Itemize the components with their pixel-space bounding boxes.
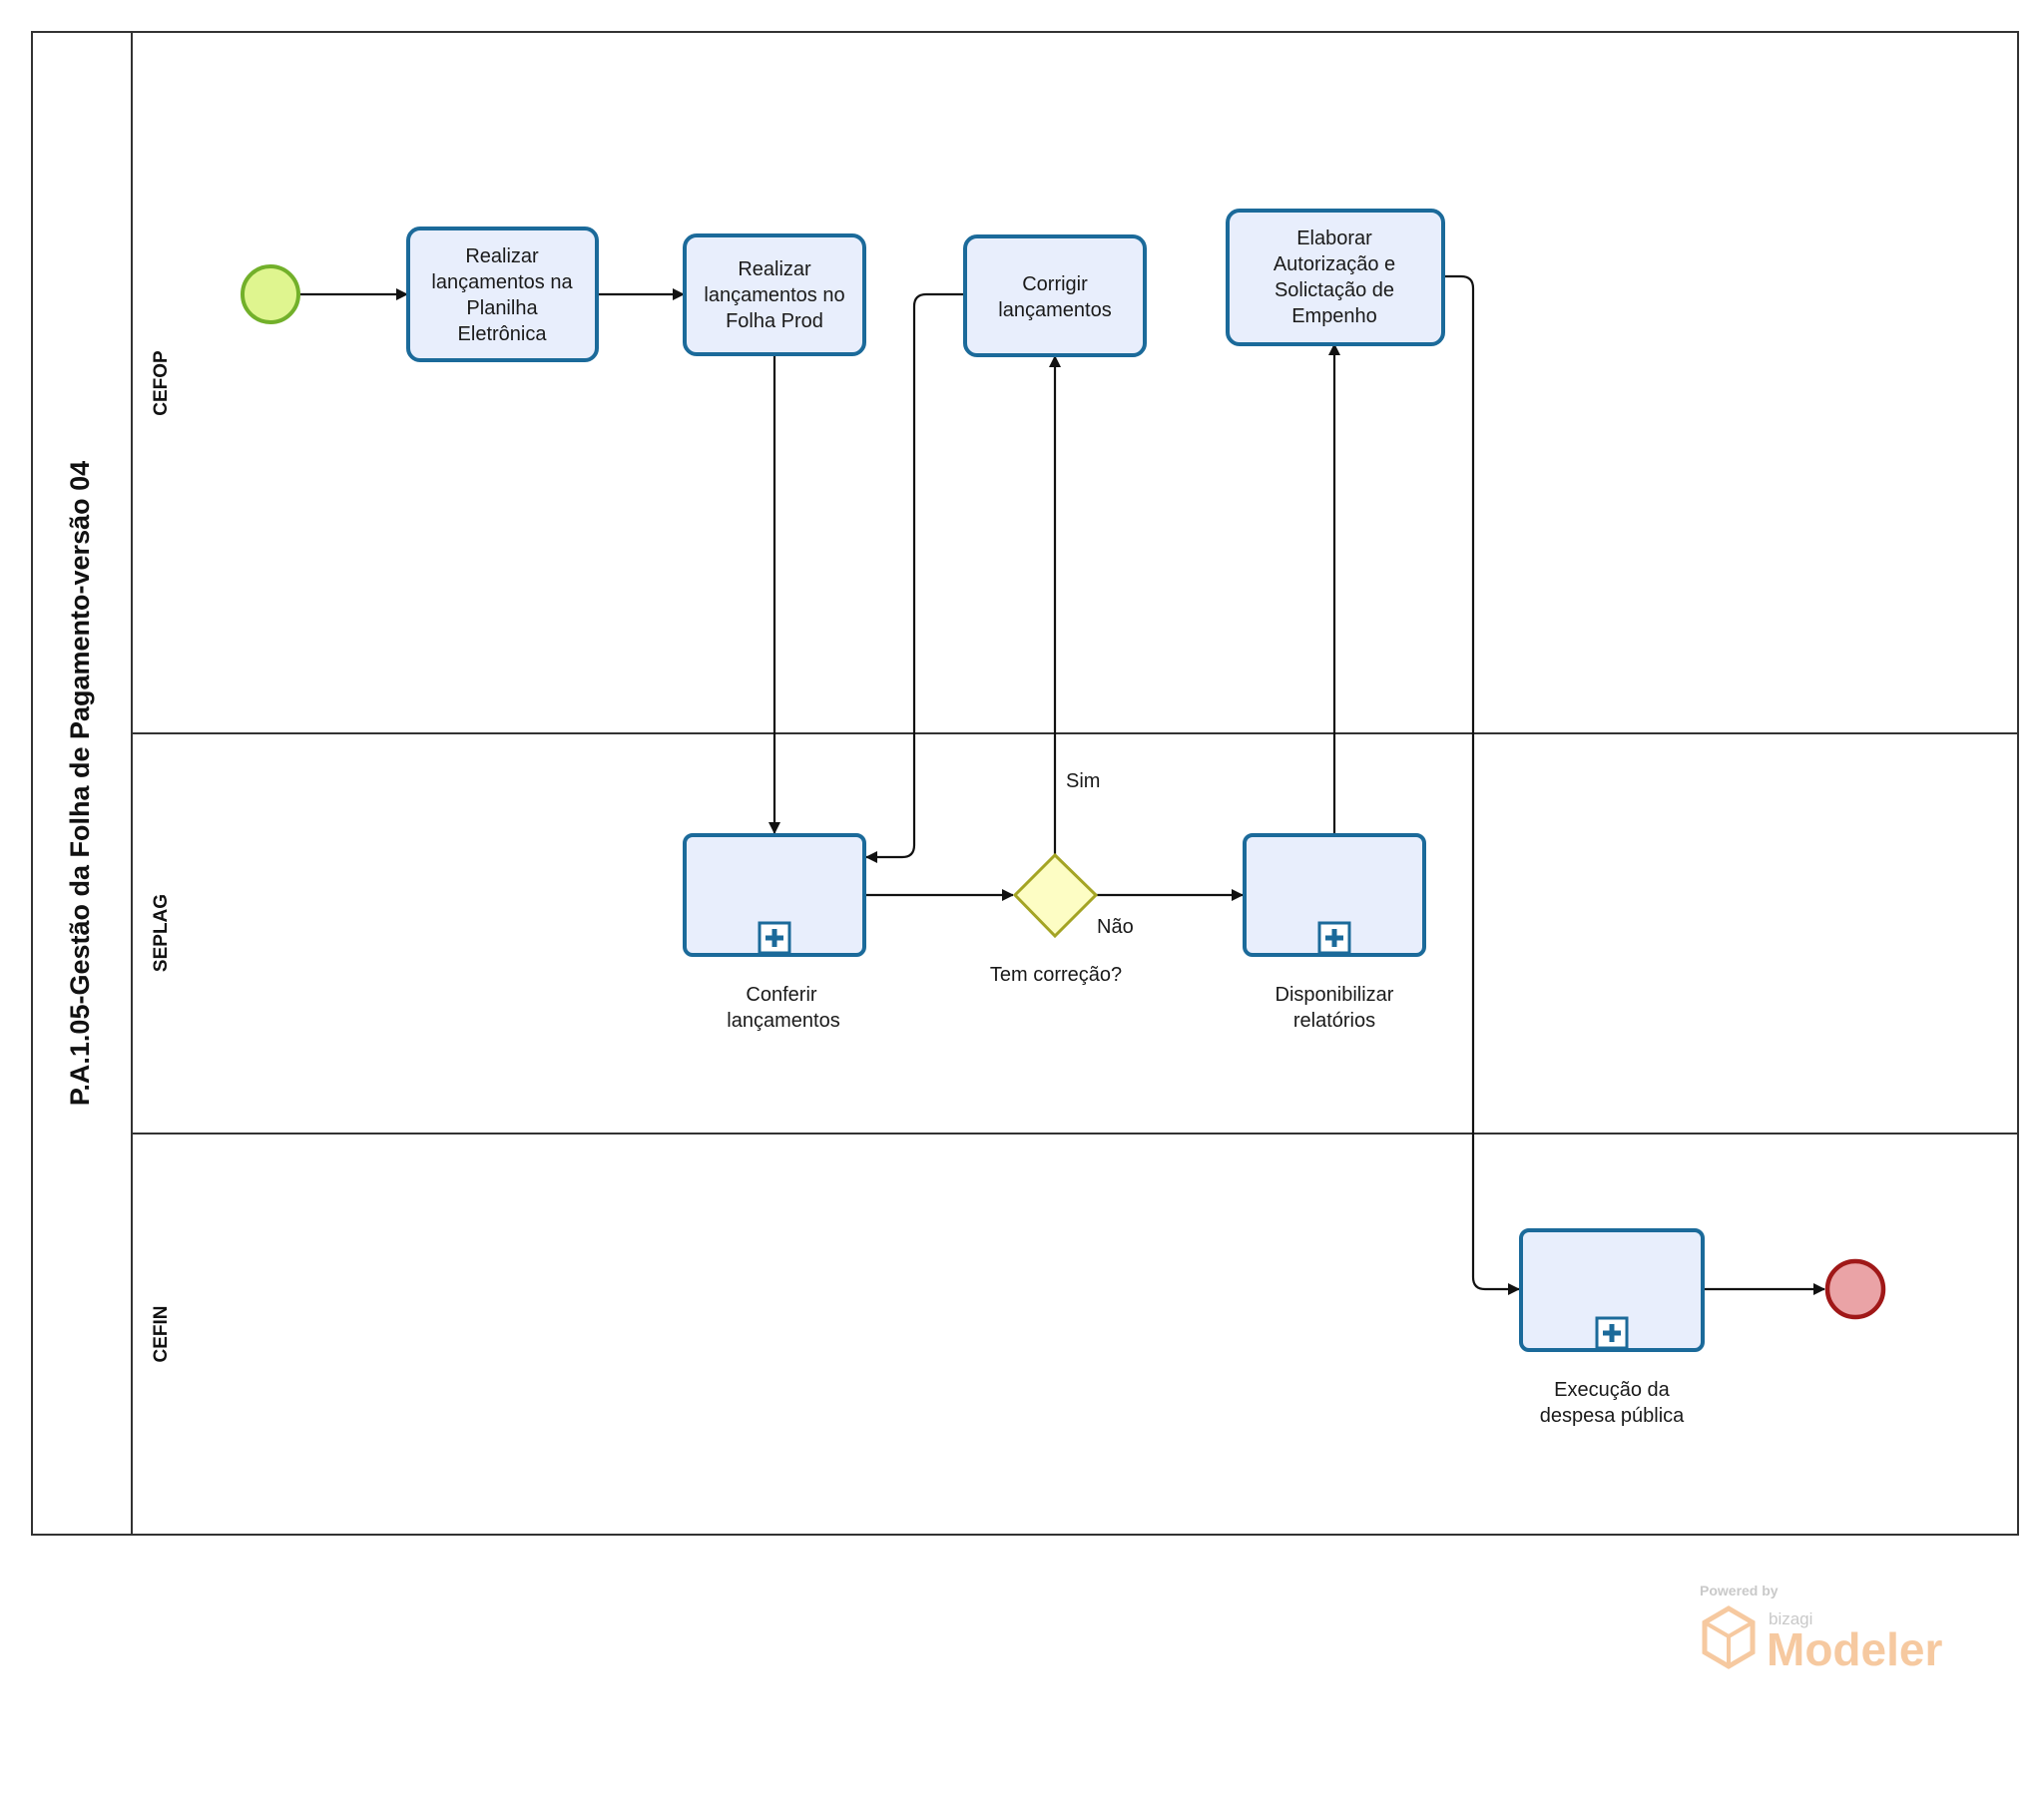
- task-label-line: Realizar: [738, 258, 811, 280]
- subprocess-execucao-despesa[interactable]: Execução da despesa pública: [1519, 1228, 1705, 1427]
- subprocess-label-line: Execução da: [1554, 1379, 1671, 1401]
- subprocess-conferir-lancamentos[interactable]: Conferir lançamentos: [683, 833, 866, 1032]
- task-label-line: Elaborar: [1296, 228, 1372, 249]
- subprocess-expand-icon[interactable]: [758, 921, 791, 955]
- gateway-no-label: Não: [1097, 916, 1134, 938]
- end-event[interactable]: [1824, 1258, 1886, 1320]
- subprocess-expand-icon[interactable]: [1317, 921, 1351, 955]
- task-label-line: lançamentos no: [704, 284, 844, 306]
- pool-title: P.A.1.05-Gestão da Folha de Pagamento-ve…: [65, 461, 95, 1106]
- task-label-line: Solictação de: [1275, 279, 1394, 301]
- subprocess-label-line: Conferir: [746, 984, 816, 1006]
- task-label-line: Realizar: [465, 245, 539, 267]
- task-label-line: Corrigir: [1022, 273, 1088, 295]
- flow-elaborar-to-execucao: [1443, 274, 1520, 1295]
- lanes: CEFOP SEPLAG CEFIN: [132, 350, 2018, 1363]
- subprocess-label-line: relatórios: [1293, 1010, 1375, 1032]
- subprocess-label-line: Disponibilizar: [1276, 984, 1394, 1006]
- lane-label-seplag: SEPLAG: [151, 894, 172, 972]
- subprocess-label-line: despesa pública: [1540, 1405, 1685, 1427]
- watermark-brand: bizagi: [1769, 1609, 1812, 1628]
- watermark-product: Modeler: [1767, 1623, 1942, 1675]
- task-realizar-lancamentos-folha[interactable]: Realizar lançamentos no Folha Prod: [683, 233, 866, 356]
- lane-label-cefop: CEFOP: [151, 350, 172, 416]
- task-label-line: Autorização e: [1274, 253, 1395, 275]
- task-label-line: Folha Prod: [726, 310, 823, 332]
- sequence-flows: [299, 274, 1825, 1295]
- subprocess-label-line: lançamentos: [727, 1010, 839, 1032]
- bizagi-logo-icon: [1702, 1605, 1756, 1669]
- subprocess-disponibilizar-relatorios[interactable]: Disponibilizar relatórios: [1243, 833, 1426, 1032]
- start-event[interactable]: [241, 264, 300, 324]
- task-label-line: Eletrônica: [458, 323, 548, 345]
- flow-corrigir-to-conferir: [865, 292, 964, 863]
- task-label-line: lançamentos na: [431, 271, 573, 293]
- task-label-line: Empenho: [1291, 305, 1377, 327]
- task-label-line: lançamentos: [998, 299, 1111, 321]
- watermark-powered-by: Powered by: [1700, 1583, 1779, 1598]
- task-elaborar-autorizacao[interactable]: Elaborar Autorização e Solictação de Emp…: [1226, 209, 1445, 346]
- gateway-tem-correcao[interactable]: [1012, 852, 1099, 939]
- gateway-label: Tem correção?: [990, 964, 1122, 986]
- bizagi-watermark: Powered by bizagi Modeler: [1700, 1583, 1942, 1675]
- gateway-yes-label: Sim: [1066, 770, 1100, 792]
- task-corrigir-lancamentos[interactable]: Corrigir lançamentos: [963, 234, 1147, 357]
- subprocess-expand-icon[interactable]: [1595, 1316, 1629, 1350]
- task-label-line: Planilha: [466, 297, 538, 319]
- task-realizar-lancamentos-planilha[interactable]: Realizar lançamentos na Planilha Eletrôn…: [406, 227, 599, 362]
- lane-label-cefin: CEFIN: [151, 1306, 172, 1363]
